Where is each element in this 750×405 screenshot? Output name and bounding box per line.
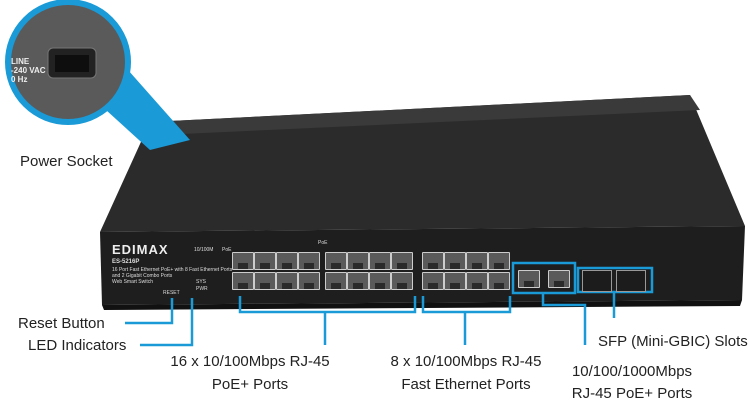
rj45-port xyxy=(466,272,488,290)
led-speed: 10/100M xyxy=(194,247,214,253)
led-poe: PoE xyxy=(222,247,232,253)
rj45-port xyxy=(391,252,413,270)
combo-rj45-port xyxy=(548,270,570,288)
rj45-port xyxy=(422,272,444,290)
sfp-slots-callout: SFP (Mini-GBIC) Slots xyxy=(598,333,748,350)
rj45-port xyxy=(347,272,369,290)
reset-label: RESET xyxy=(163,290,180,296)
poe-group-label: PoE xyxy=(318,240,328,246)
rj45-port xyxy=(488,272,510,290)
led-indicators-callout: LED Indicators xyxy=(28,337,127,354)
rj45-port xyxy=(325,252,347,270)
rj45-port xyxy=(444,272,466,290)
pwr-led: PWR xyxy=(196,286,208,292)
rj45-port xyxy=(347,252,369,270)
rj45-port xyxy=(422,252,444,270)
rj45-port xyxy=(488,252,510,270)
reset-button-callout: Reset Button xyxy=(18,315,105,332)
rj45-port xyxy=(444,252,466,270)
rj45-port xyxy=(254,252,276,270)
sfp-slot xyxy=(582,270,612,292)
sys-led: SYS xyxy=(196,279,207,285)
rj45-port xyxy=(232,272,254,290)
rj45-port xyxy=(369,272,391,290)
rj45-port xyxy=(298,252,320,270)
rj45-port xyxy=(276,272,298,290)
model-name: ES-5216P xyxy=(112,259,140,265)
callout-lines xyxy=(125,261,654,347)
rj45-port xyxy=(466,252,488,270)
rj45-port xyxy=(298,272,320,290)
rj45-port xyxy=(325,272,347,290)
rj45-port xyxy=(254,272,276,290)
rj45-port xyxy=(276,252,298,270)
brand-logo: EDIMAX xyxy=(112,242,169,257)
model-description: 16 Port Fast Ethernet PoE+ with 8 Fast E… xyxy=(112,267,233,285)
rj45-port xyxy=(369,252,391,270)
rj45-port xyxy=(391,272,413,290)
sfp-slot xyxy=(616,270,646,292)
power-socket-label: Power Socket xyxy=(20,153,113,170)
rj45-port xyxy=(232,252,254,270)
combo-rj45-port xyxy=(518,270,540,288)
